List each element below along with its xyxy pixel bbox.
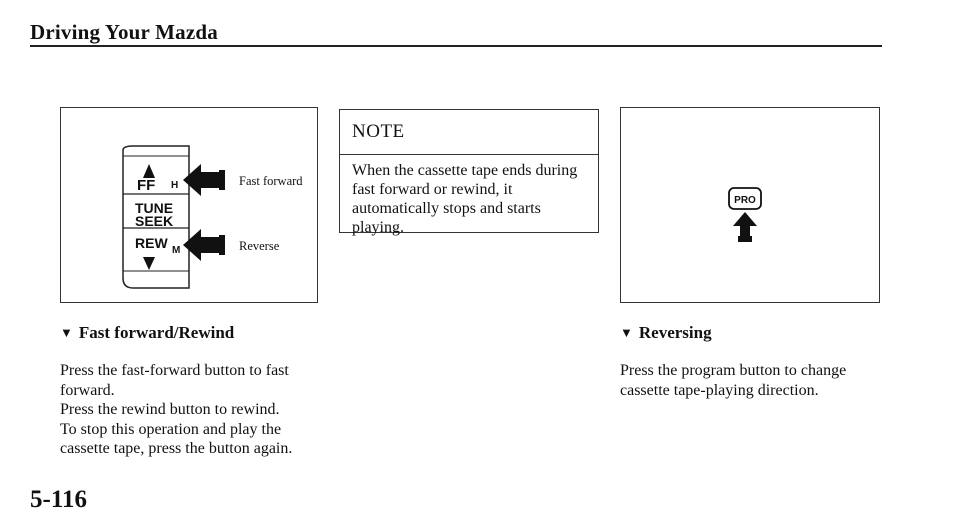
heading-text: Fast forward/Rewind [78, 323, 235, 342]
h-label: H [171, 180, 178, 191]
text-line: cassette tape-playing direction. [620, 381, 819, 399]
note-line: playing. [352, 219, 404, 236]
heading-text: Reversing [638, 323, 712, 342]
fast-forward-rewind-heading: ▼ Fast forward/Rewind [60, 323, 234, 343]
note-line: automatically stops and starts [352, 200, 541, 217]
text-line: To stop this operation and play the [60, 420, 282, 438]
rew-label: REW [135, 235, 168, 251]
reversing-text: Press the program button to change casse… [620, 361, 900, 400]
pro-button [728, 187, 762, 210]
note-title: NOTE [352, 121, 405, 142]
tune-label: TUNE [135, 200, 173, 216]
text-line: Press the rewind button to rewind. [60, 401, 280, 418]
text-line: cassette tape, press the button again. [60, 440, 293, 457]
page-header-title: Driving Your Mazda [30, 20, 218, 44]
down-triangle-icon: ▼ [60, 325, 73, 340]
note-line: fast forward or rewind, it [352, 181, 513, 198]
page-number: 5-116 [30, 486, 87, 513]
m-label: M [172, 245, 180, 256]
fast-forward-rewind-text: Press the fast-forward button to fast fo… [60, 361, 320, 459]
note-line: When the cassette tape ends during [352, 162, 578, 179]
text-line: Press the fast-forward button to fast [60, 362, 289, 379]
note-body: When the cassette tape ends during fast … [352, 161, 592, 237]
pointing-hand-icon [183, 164, 225, 196]
seek-label: SEEK [135, 213, 173, 229]
fast-forward-rewind-figure: FF H TUNE SEEK REW M Fast forward Revers… [60, 107, 318, 303]
down-triangle-icon: ▼ [620, 325, 633, 340]
reversing-heading: ▼ Reversing [620, 323, 712, 343]
reversing-figure: PRO [620, 107, 880, 303]
up-arrow-icon [143, 164, 155, 178]
header-rule [30, 45, 882, 47]
program-button-illustration: PRO [728, 187, 762, 242]
down-arrow-icon [143, 257, 155, 270]
fast-forward-callout: Fast forward [239, 174, 303, 188]
pointing-hand-icon [733, 212, 757, 242]
pro-label: PRO [734, 195, 756, 206]
pointing-hand-icon [183, 229, 225, 261]
note-box: NOTE When the cassette tape ends during … [339, 109, 599, 236]
reverse-callout: Reverse [239, 239, 280, 253]
tape-button-illustration: FF H TUNE SEEK REW M Fast forward Revers… [122, 145, 303, 289]
text-line: Press the program button to change [620, 362, 847, 379]
ff-label: FF [137, 177, 155, 194]
text-line: forward. [60, 381, 115, 399]
note-header: NOTE [340, 110, 598, 155]
